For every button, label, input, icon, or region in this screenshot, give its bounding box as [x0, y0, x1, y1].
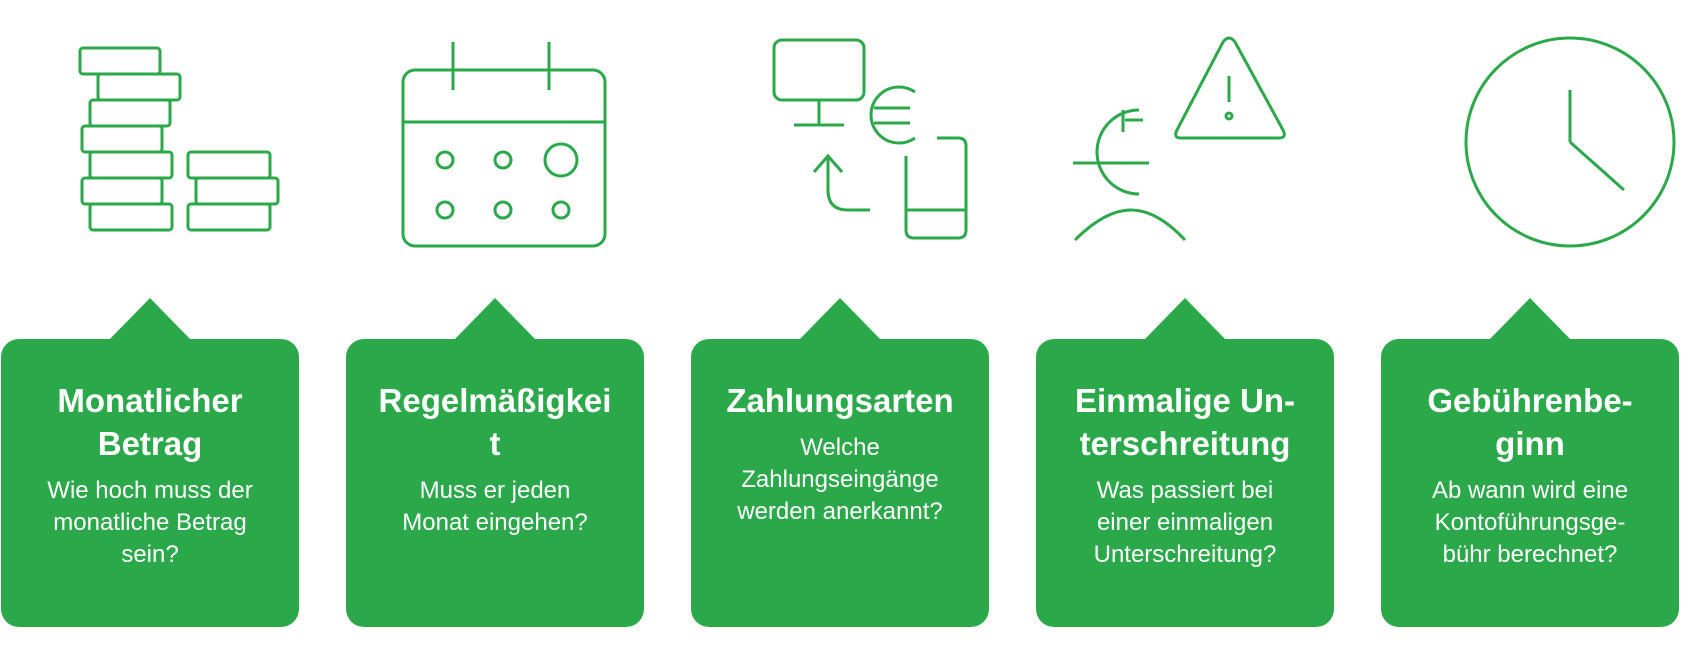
card-pointer	[109, 298, 191, 340]
card-title: Monatlicher Betrag	[57, 382, 243, 462]
card-title: Regelmäßigkei t	[378, 382, 612, 462]
card-question: Welche Zahlungseingänge werden anerkannt…	[737, 434, 943, 525]
clock-icon	[1464, 36, 1676, 248]
info-card: Gebührenbe- ginn Ab wann wird eine Konto…	[1381, 339, 1679, 627]
icon-area	[1381, 30, 1679, 260]
calendar-icon	[401, 42, 607, 248]
info-card: Monatlicher Betrag Wie hoch muss der mon…	[1, 339, 299, 627]
info-column-regularity: Regelmäßigkei t Muss er jeden Monat eing…	[346, 0, 644, 649]
card-title: Zahlungsarten	[726, 382, 954, 419]
info-column-monthly-amount: Monatlicher Betrag Wie hoch muss der mon…	[1, 0, 299, 649]
icon-area	[1036, 30, 1334, 260]
card-question: Wie hoch muss der monatliche Betrag sein…	[47, 477, 253, 568]
info-card: Einmalige Un- terschreitung Was passiert…	[1036, 339, 1334, 627]
info-card: Regelmäßigkei t Muss er jeden Monat eing…	[346, 339, 644, 627]
card-pointer	[1489, 298, 1571, 340]
card-question: Muss er jeden Monat eingehen?	[402, 477, 588, 536]
icon-area	[1, 30, 299, 260]
icon-area	[346, 30, 644, 260]
info-column-payment-types: Zahlungsarten Welche Zahlungseingänge we…	[691, 0, 989, 649]
payment-methods-icon	[772, 38, 968, 240]
card-pointer	[454, 298, 536, 340]
card-pointer	[799, 298, 881, 340]
card-question: Was passiert bei einer einmaligen Unters…	[1093, 477, 1277, 568]
coin-stack-icon	[78, 46, 280, 232]
icon-area	[691, 30, 989, 260]
card-question: Ab wann wird eine Kontoführungsge- bühr …	[1431, 477, 1629, 568]
info-column-one-time-shortfall: Einmalige Un- terschreitung Was passiert…	[1036, 0, 1334, 649]
info-column-fee-start: Gebührenbe- ginn Ab wann wird eine Konto…	[1381, 0, 1679, 649]
euro-person-warning-icon	[1073, 36, 1286, 242]
card-pointer	[1144, 298, 1226, 340]
info-card: Zahlungsarten Welche Zahlungseingänge we…	[691, 339, 989, 627]
card-title: Gebührenbe- ginn	[1427, 382, 1633, 462]
card-title: Einmalige Un- terschreitung	[1074, 382, 1296, 462]
